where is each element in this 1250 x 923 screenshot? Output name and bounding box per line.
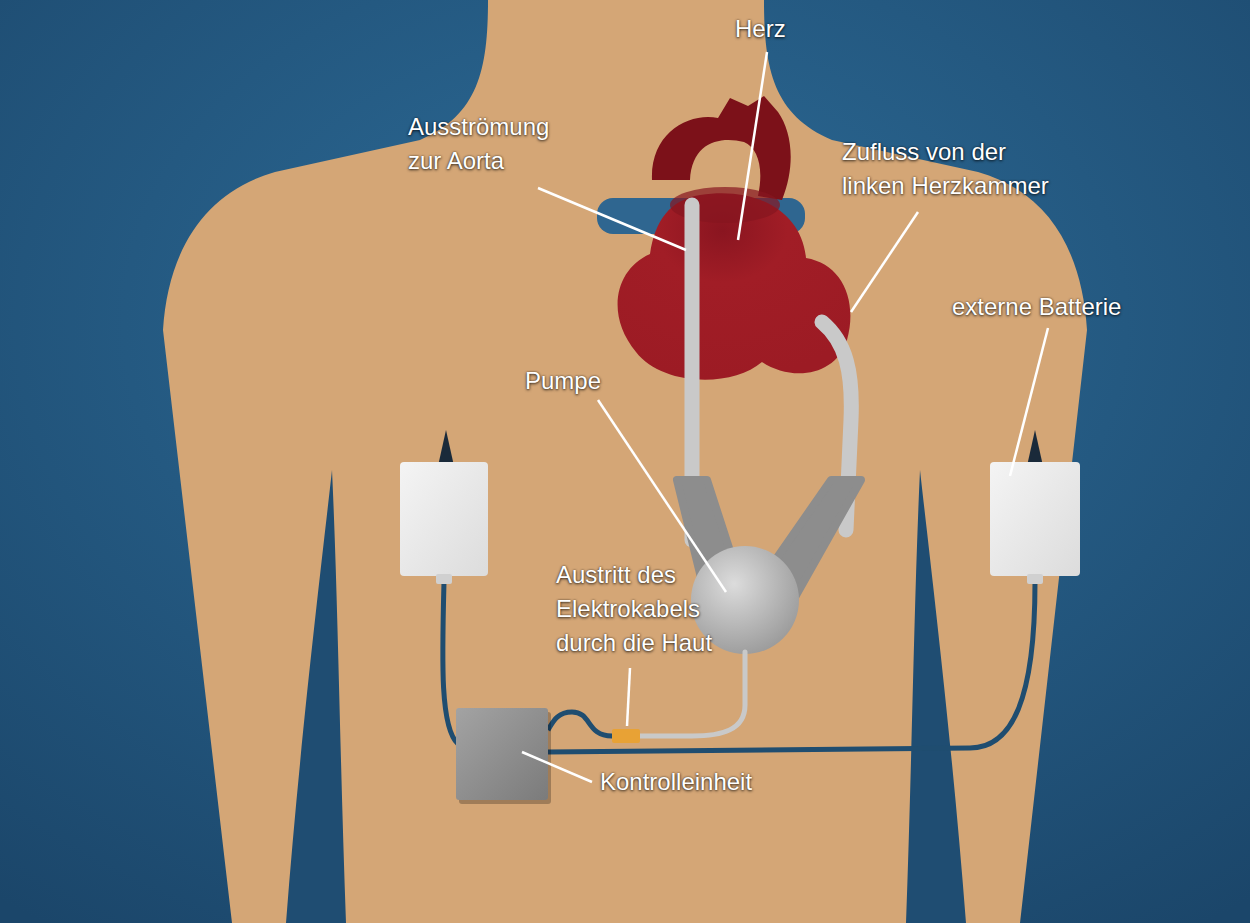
battery-plug xyxy=(1027,574,1043,584)
battery-clip xyxy=(438,430,454,466)
battery xyxy=(400,462,488,576)
driveline xyxy=(640,652,745,736)
callout-label: Zufluss von der linken Herzkammer xyxy=(842,135,1074,203)
cable xyxy=(548,712,612,736)
arm-gap xyxy=(286,470,346,923)
callout-label: Austritt des Elektrokabels durch die Hau… xyxy=(556,558,741,660)
callout-label: Herz xyxy=(735,12,786,46)
leader-line xyxy=(851,212,918,312)
arm-gap xyxy=(906,470,966,923)
callout-label: Kontrolleinheit xyxy=(600,765,752,799)
control-unit xyxy=(456,708,548,800)
leader-line xyxy=(522,752,592,782)
battery-clip xyxy=(1027,430,1043,466)
body-silhouette xyxy=(163,0,1087,923)
leader-line xyxy=(538,188,686,250)
callout-label: externe Batterie xyxy=(952,290,1121,324)
battery-plug xyxy=(436,574,452,584)
battery xyxy=(990,462,1080,576)
callout-label: Ausströmung zur Aorta xyxy=(408,110,588,178)
leader-line xyxy=(627,668,630,726)
skin-exit xyxy=(612,729,640,743)
cable xyxy=(443,582,458,744)
callout-label: Pumpe xyxy=(525,364,601,398)
leader-line xyxy=(1010,328,1048,476)
aortic-arch xyxy=(652,96,791,200)
leader-line xyxy=(738,52,767,240)
